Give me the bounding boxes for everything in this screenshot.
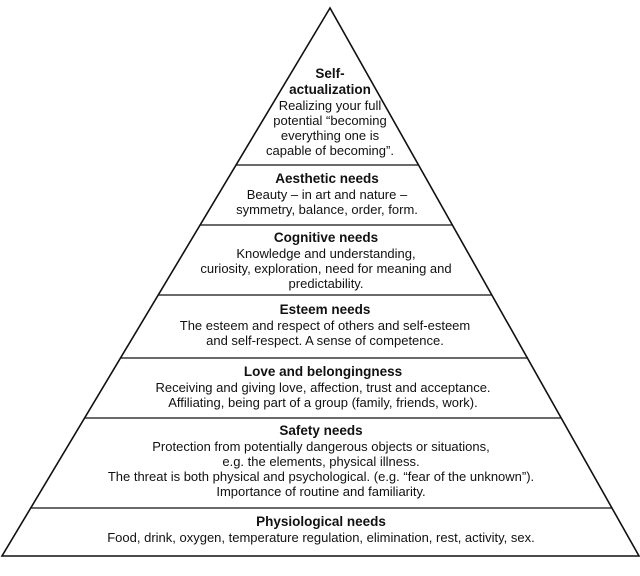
level-description: Receiving and giving love, affection, tr…: [155, 380, 491, 410]
level-title: Safety needs: [279, 423, 363, 438]
level-description: Food, drink, oxygen, temperature regulat…: [107, 530, 535, 545]
level-cognitive-needs: Cognitive needs Knowledge and understand…: [166, 230, 486, 291]
level-description: Knowledge and understanding, curiosity, …: [200, 246, 452, 291]
level-esteem-needs: Esteem needs The esteem and respect of o…: [130, 302, 520, 348]
level-title: Self- actualization: [289, 66, 371, 97]
level-title: Love and belongingness: [243, 364, 403, 379]
level-aesthetic-needs: Aesthetic needs Beauty – in art and natu…: [207, 171, 447, 217]
level-description: The esteem and respect of others and sel…: [179, 318, 471, 348]
level-title: Cognitive needs: [273, 230, 379, 245]
level-description: Realizing your full potential “becoming …: [266, 98, 394, 158]
level-title: Aesthetic needs: [275, 171, 379, 186]
level-title: Physiological needs: [256, 514, 386, 529]
level-description: Beauty – in art and nature – symmetry, b…: [236, 187, 418, 217]
level-love-and-belongingness: Love and belongingness Receiving and giv…: [93, 364, 553, 410]
level-physiological-needs: Physiological needs Food, drink, oxygen,…: [11, 514, 631, 545]
level-title: Esteem needs: [279, 302, 371, 317]
level-safety-needs: Safety needs Protection from potentially…: [41, 423, 601, 499]
pyramid-triangle: [0, 6, 640, 557]
level-self-actualization: Self- actualization Realizing your full …: [245, 66, 415, 158]
level-description: Protection from potentially dangerous ob…: [107, 439, 535, 499]
